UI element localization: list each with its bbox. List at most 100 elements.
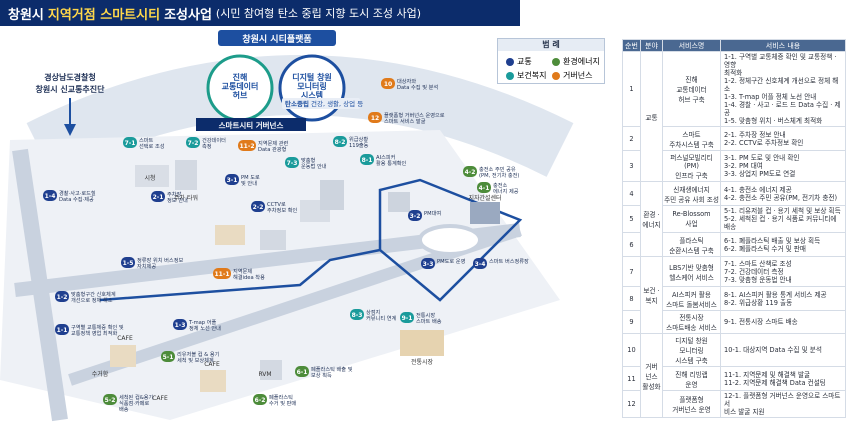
cell-no: 7	[622, 256, 641, 287]
place-cafe-2: CAFE	[204, 361, 220, 368]
map-label-badge	[360, 154, 374, 165]
map-label-id: 6-2	[255, 397, 266, 404]
legend-dot	[506, 57, 514, 66]
map-label-badge	[123, 137, 137, 148]
map-label-id: 1-1	[57, 327, 68, 334]
legend: 범 례 교통 환경에너지 보건복지 거버넌스	[497, 38, 605, 84]
map-label-id: 4-1	[479, 185, 490, 192]
platform-tag: 탄소중립 건강, 생활, 상업 등	[285, 99, 363, 108]
place-market: 전통시장	[411, 358, 434, 366]
map-label-badge	[408, 210, 422, 221]
buildings	[110, 160, 500, 392]
map-label-badge	[381, 78, 395, 89]
map-label-id: 2-1	[153, 194, 164, 201]
map-label-badge	[368, 112, 382, 123]
governance-label-bg	[196, 118, 306, 131]
place-city-hall: 시청	[144, 175, 155, 182]
place-center: 지자간설센터	[468, 194, 501, 202]
legend-item-health: 보건복지	[506, 70, 546, 81]
legend-dot	[552, 71, 560, 80]
map-label-badge	[151, 191, 165, 202]
map-label-id: 1-3	[175, 322, 186, 329]
place-cafe-3: CAFE	[152, 395, 168, 402]
place-cafe-1: CAFE	[117, 335, 133, 342]
legend-dot	[506, 71, 514, 80]
cell-field: 교통	[640, 51, 663, 182]
map-label-text: PM대여	[424, 209, 441, 217]
map-label-id: 1-2	[57, 294, 68, 301]
map-label-id: 3-2	[410, 213, 421, 220]
cell-content: 10-1. 대상지역 Data 수집 및 분석	[720, 333, 846, 367]
cell-no: 6	[622, 232, 641, 257]
bus-route	[99, 248, 381, 302]
map-label-id: 4-2	[465, 169, 476, 176]
map-label-badge	[477, 182, 491, 193]
map-label-id: 5-1	[163, 354, 174, 361]
platform-label-bg	[218, 30, 336, 46]
cell-field: 환경 ·에너지	[640, 181, 663, 257]
cell-content: 12-1. 플랫폼형 거버넌스 운영으로 스마트 서 비스 발굴 지원	[720, 390, 846, 418]
map-label-badge	[103, 394, 117, 405]
org-line-2: 창원시 신교통추진단	[35, 84, 105, 94]
roundabout	[418, 224, 482, 256]
legend-item-governance: 거버넌스	[552, 70, 592, 81]
header-content: 서비스 내용	[720, 39, 846, 52]
title-highlight: 지역거점 스마트시티	[47, 7, 161, 23]
map-label-badge	[43, 190, 57, 201]
org-line-1: 경상남도경찰청	[44, 72, 96, 82]
cell-no: 9	[622, 310, 641, 334]
cell-no: 10	[622, 333, 641, 367]
map-label-id: 7-1	[125, 140, 136, 147]
